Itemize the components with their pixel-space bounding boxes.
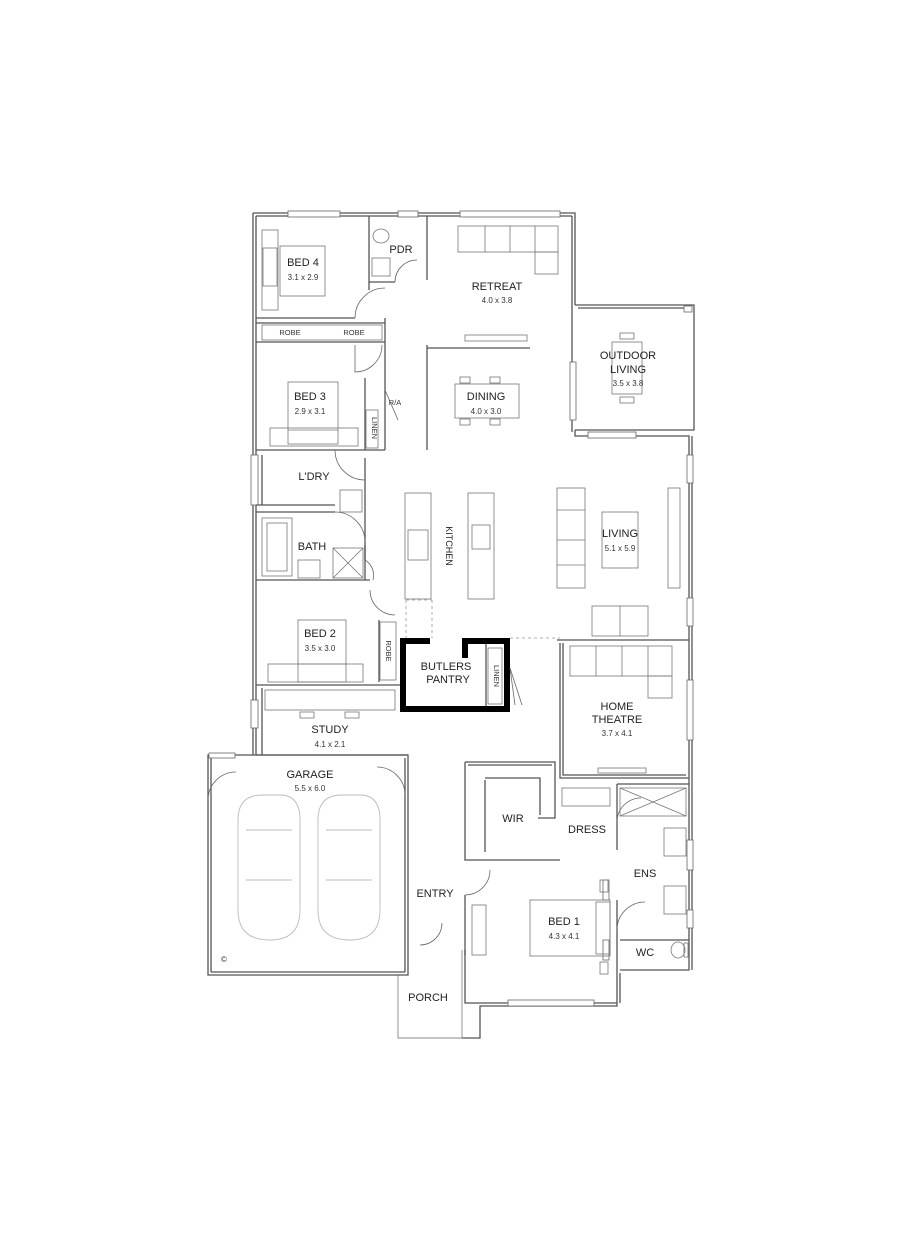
- interior-walls: [256, 216, 689, 970]
- label-retreat: RETREAT: [472, 281, 523, 293]
- dashed-lines: [405, 599, 560, 639]
- label-porch: PORCH: [408, 992, 448, 1004]
- label-ra: R/A: [389, 398, 402, 407]
- dim-living: 5.1 x 5.9: [605, 544, 636, 553]
- dim-dining: 4.0 x 3.0: [471, 407, 502, 416]
- dim-bed3: 2.9 x 3.1: [295, 407, 326, 416]
- label-bed3: BED 3: [294, 391, 326, 403]
- dim-garage: 5.5 x 6.0: [295, 784, 326, 793]
- label-wir: WIR: [502, 813, 523, 825]
- cars: [237, 794, 381, 941]
- furniture: [261, 225, 689, 975]
- label-entry: ENTRY: [416, 888, 454, 900]
- label-robe-a: ROBE: [279, 328, 300, 337]
- windows: [208, 210, 694, 1007]
- room-labels: BED 4 3.1 x 2.9 PDR RETREAT 4.0 x 3.8 OU…: [221, 244, 656, 1004]
- label-butlers-2: PANTRY: [426, 674, 470, 686]
- label-outdoor-2: LIVING: [610, 364, 646, 376]
- label-linen-b: LINEN: [492, 665, 501, 687]
- label-bath: BATH: [298, 541, 327, 553]
- label-kitchen: KITCHEN: [444, 526, 454, 566]
- label-linen-a: LINEN: [370, 417, 379, 439]
- label-theatre-2: THEATRE: [592, 714, 643, 726]
- label-butlers-1: BUTLERS: [421, 661, 472, 673]
- label-wc: WC: [636, 947, 654, 959]
- label-robe-c: ROBE: [384, 640, 393, 661]
- label-bed2: BED 2: [304, 628, 336, 640]
- dim-theatre: 3.7 x 4.1: [602, 729, 633, 738]
- label-living: LIVING: [602, 528, 638, 540]
- dim-retreat: 4.0 x 3.8: [482, 296, 513, 305]
- label-bed4: BED 4: [287, 257, 319, 269]
- label-dress: DRESS: [568, 824, 606, 836]
- label-study: STUDY: [311, 724, 349, 736]
- label-bed1: BED 1: [548, 916, 580, 928]
- butlers-pantry-walls: [400, 638, 510, 712]
- outer-walls: [207, 212, 695, 1039]
- label-dining: DINING: [467, 391, 506, 403]
- dim-bed1: 4.3 x 4.1: [549, 932, 580, 941]
- dim-study: 4.1 x 2.1: [315, 740, 346, 749]
- dim-bed4: 3.1 x 2.9: [288, 273, 319, 282]
- copyright-icon: ©: [221, 955, 227, 964]
- label-pdr: PDR: [389, 244, 412, 256]
- label-ens: ENS: [634, 868, 657, 880]
- label-outdoor-1: OUTDOOR: [600, 350, 656, 362]
- label-robe-b: ROBE: [343, 328, 364, 337]
- dim-outdoor: 3.5 x 3.8: [613, 379, 644, 388]
- dim-bed2: 3.5 x 3.0: [305, 644, 336, 653]
- label-garage: GARAGE: [286, 769, 333, 781]
- label-theatre-1: HOME: [601, 701, 634, 713]
- label-ldry: L'DRY: [298, 471, 330, 483]
- doors: [207, 259, 646, 946]
